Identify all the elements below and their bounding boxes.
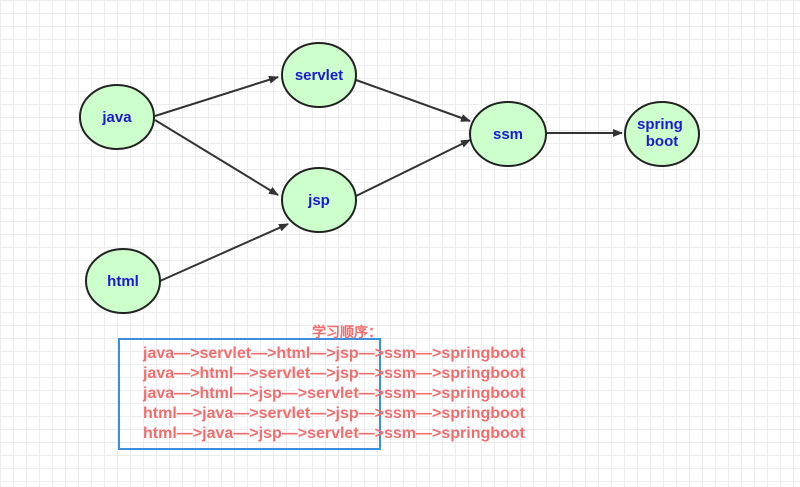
learning-order-path-1: java—>servlet—>html—>jsp—>ssm—>springboo… (143, 345, 525, 362)
edge-html-jsp (159, 223, 289, 282)
node-springboot: spring boot (624, 101, 700, 167)
edge-servlet-ssm (355, 79, 471, 122)
learning-order-path-4: html—>java—>servlet—>jsp—>ssm—>springboo… (143, 405, 525, 422)
node-java-label: java (101, 109, 132, 126)
node-html: html (85, 248, 161, 314)
edge-jsp-ssm (355, 139, 471, 197)
node-jsp: jsp (281, 167, 357, 233)
node-jsp-label: jsp (307, 192, 330, 209)
node-ssm: ssm (469, 101, 547, 167)
node-java: java (79, 84, 155, 150)
node-servlet-label: servlet (295, 67, 343, 84)
learning-order-title: 学习顺序： (312, 325, 382, 341)
node-servlet: servlet (281, 42, 357, 108)
learning-order-list: java—>servlet—>html—>jsp—>ssm—>springboo… (143, 344, 525, 444)
learning-order-path-3: java—>html—>jsp—>servlet—>ssm—>springboo… (143, 385, 525, 402)
learning-order-box (118, 338, 381, 450)
learning-order-path-2: java—>html—>servlet—>jsp—>ssm—>springboo… (143, 365, 525, 382)
node-springboot-label-line2: boot (646, 133, 678, 150)
node-springboot-label-line1: spring (637, 116, 683, 133)
learning-order-path-5: html—>java—>jsp—>servlet—>ssm—>springboo… (143, 425, 525, 442)
node-html-label: html (107, 273, 139, 290)
edge-java-servlet (154, 75, 279, 117)
edge-java-jsp (154, 119, 279, 196)
node-springboot-label: spring boot (637, 116, 687, 150)
node-ssm-label: ssm (493, 126, 523, 143)
